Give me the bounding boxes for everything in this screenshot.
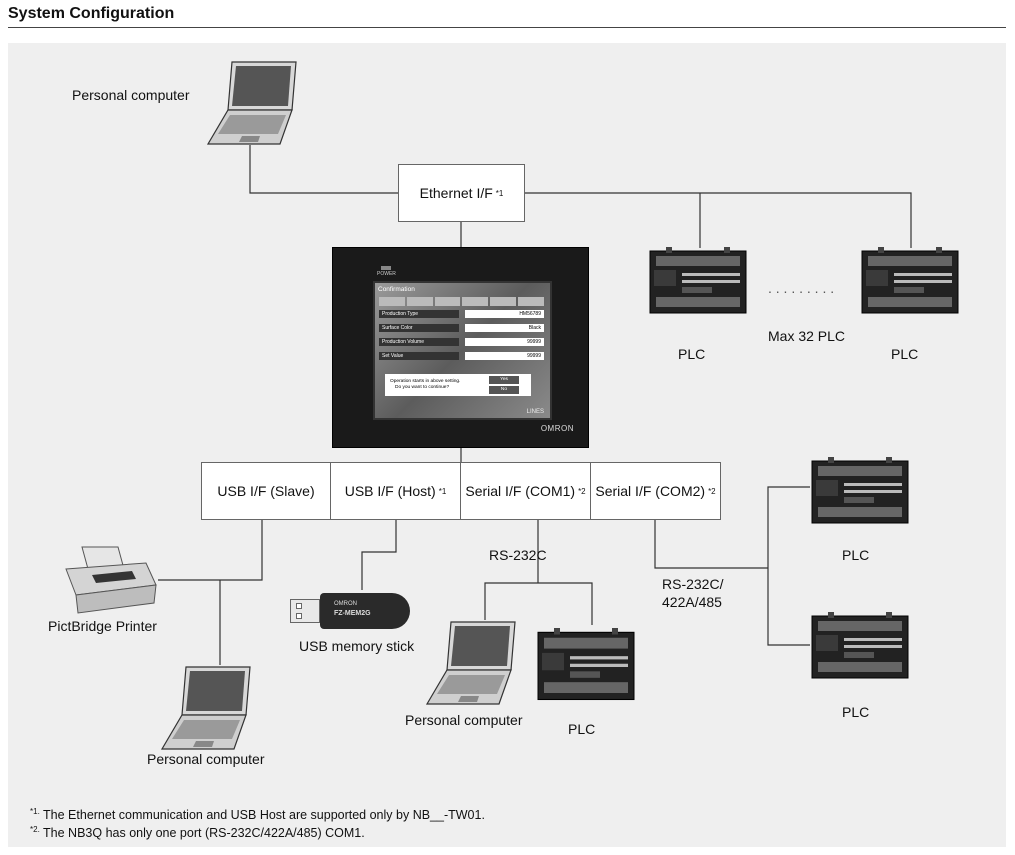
com2-label: Serial I/F (COM2) — [595, 483, 706, 499]
plc-icon — [811, 457, 909, 524]
footnote-2: *2. The NB3Q has only one port (RS-232C/… — [30, 825, 365, 840]
usb-stick-model: FZ-MEM2G — [334, 610, 371, 617]
com2-box: Serial I/F (COM2)*2 — [590, 462, 721, 520]
label-usb-stick: USB memory stick — [299, 638, 415, 654]
ethernet-if-label: Ethernet I/F — [419, 185, 493, 201]
dialog-line2: Do you want to continue? — [395, 385, 450, 390]
line-com1-branch — [484, 582, 593, 625]
usb-host-box: USB I/F (Host)*1 — [330, 462, 461, 520]
label-max-plc: Max 32 PLC — [768, 328, 846, 344]
screen-title: Confirmation — [378, 286, 415, 293]
ethernet-if-box: Ethernet I/F*1 — [398, 164, 525, 222]
hmi-brand: OMRON — [540, 424, 574, 433]
label-rs-multi-2: 422A/485 — [662, 594, 722, 610]
screen-row-value: 99999 — [465, 338, 544, 346]
screen-row-value: Black — [465, 324, 544, 332]
footnote-2-mark: *2. — [30, 825, 40, 834]
screen-row: Production Volume 99999 — [379, 338, 544, 346]
usb-slave-label: USB I/F (Slave) — [217, 483, 315, 499]
laptop-icon — [425, 621, 516, 705]
usb-slave-box: USB I/F (Slave) — [201, 462, 331, 520]
footnote-1-mark: *1. — [30, 807, 40, 816]
label-plc-2: PLC — [891, 346, 919, 362]
line-ethernet-plcs — [525, 192, 912, 248]
screen-row: Set Value 99999 — [379, 352, 544, 360]
confirm-dialog: Operation starts in above setting. Do yo… — [385, 374, 531, 396]
label-plc-1: PLC — [678, 346, 706, 362]
screen-row-value: HM56789 — [465, 310, 544, 318]
com1-label: Serial I/F (COM1) — [465, 483, 576, 499]
screen-row-value: 99999 — [465, 352, 544, 360]
line-com2 — [654, 520, 768, 569]
laptop-icon — [206, 61, 297, 145]
screen-row-label: Set Value — [379, 352, 459, 360]
power-led — [381, 266, 391, 270]
plc-icon — [537, 628, 635, 701]
usb-host-label: USB I/F (Host) — [344, 483, 436, 499]
screen-row-label: Production Type — [379, 310, 459, 318]
page-title: System Configuration — [8, 5, 175, 22]
usb-host-mark: *1 — [438, 486, 447, 496]
com1-mark: *2 — [578, 486, 586, 496]
footnote-1-text: The Ethernet communication and USB Host … — [43, 808, 485, 823]
screen-row-label: Production Volume — [379, 338, 459, 346]
com2-mark: *2 — [708, 486, 716, 496]
printer-icon — [65, 546, 157, 614]
label-plc-right-top: PLC — [842, 547, 870, 563]
screen-row: Surface Color Black — [379, 324, 544, 332]
title-rule — [8, 27, 1006, 28]
line-pc-top-ethernet — [249, 145, 398, 194]
hmi-terminal: POWER Confirmation Production Type HM5678… — [332, 247, 589, 448]
label-rs-multi-1: RS-232C/ — [662, 576, 724, 592]
laptop-icon — [160, 666, 251, 750]
com1-box: Serial I/F (COM1)*2 — [460, 462, 591, 520]
plc-ellipsis: . . . . . . . . . — [768, 280, 835, 296]
footnote-2-text: The NB3Q has only one port (RS-232C/422A… — [43, 826, 365, 841]
line-usb-slave — [158, 520, 263, 581]
label-pc-top: Personal computer — [72, 87, 190, 103]
label-plc-bottom-mid: PLC — [568, 721, 596, 737]
screen-tabs — [379, 297, 544, 306]
label-pc-bottom-left: Personal computer — [147, 751, 265, 767]
screen-row-label: Surface Color — [379, 324, 459, 332]
label-plc-right-bottom: PLC — [842, 704, 870, 720]
usb-stick-brand: OMRON — [334, 601, 357, 607]
line-com2-bus — [767, 486, 810, 646]
label-printer: PictBridge Printer — [48, 618, 157, 634]
plc-icon — [649, 247, 747, 314]
screen-corner-brand: LINES — [526, 409, 544, 415]
plc-icon — [811, 612, 909, 679]
label-pc-bottom-mid: Personal computer — [405, 712, 523, 728]
usb-stick-icon: OMRON FZ-MEM2G — [290, 593, 415, 629]
ethernet-if-mark: *1 — [495, 188, 504, 198]
power-label: POWER — [377, 271, 396, 277]
dialog-line1: Operation starts in above setting. — [390, 379, 461, 384]
no-button: No — [489, 386, 519, 394]
yes-button: Yes — [489, 376, 519, 384]
screen-row: Production Type HM56789 — [379, 310, 544, 318]
footnote-1: *1. The Ethernet communication and USB H… — [30, 807, 485, 822]
line-usb-host — [361, 520, 397, 590]
plc-icon — [861, 247, 959, 314]
label-rs232c: RS-232C — [489, 547, 547, 563]
